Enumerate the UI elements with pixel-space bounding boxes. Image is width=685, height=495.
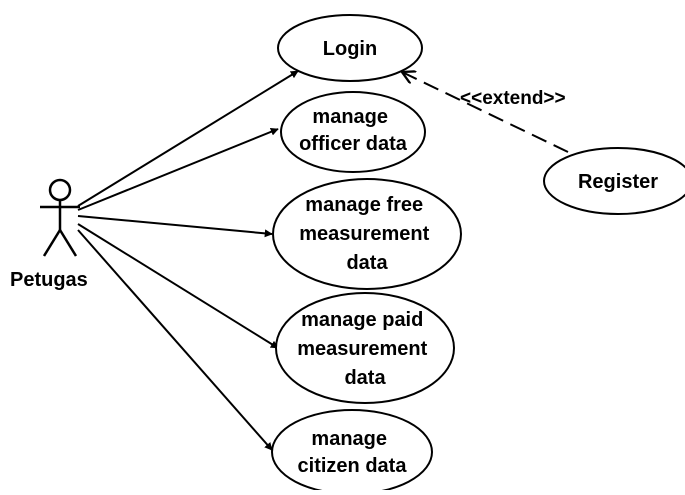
association-free-measurement [77, 215, 273, 238]
extend-line [402, 72, 569, 153]
association-officer-data [77, 127, 279, 211]
usecase-manage-officer-data: manage officer data [280, 91, 426, 173]
usecase-register-label: Register [578, 171, 658, 193]
usecase-manage-citizen-data-label: manage citizen data [298, 428, 408, 477]
usecase-manage-officer-data-label: manage officer data [299, 106, 408, 155]
extend-label: <<extend>> [460, 88, 566, 109]
association-login [77, 70, 299, 207]
usecase-login: Login [277, 14, 423, 82]
associations [77, 70, 299, 451]
usecase-register: Register [543, 147, 685, 215]
usecase-manage-free-measurement-data: manage free measurement data [272, 178, 462, 290]
extend-relationship: <<extend>> [402, 72, 569, 153]
usecase-login-label: Login [323, 38, 377, 60]
stick-figure-icon [40, 178, 80, 257]
association-citizen-data [77, 229, 273, 451]
association-paid-measurement [77, 223, 279, 349]
usecase-manage-citizen-data: manage citizen data [271, 409, 433, 495]
actor: Petugas [10, 178, 88, 291]
usecase-manage-free-measurement-data-label: manage free measurement data [299, 194, 435, 274]
actor-name: Petugas [10, 269, 88, 291]
usecase-manage-paid-measurement-data: manage paid measurement data [275, 292, 455, 404]
usecase-manage-paid-measurement-data-label: manage paid measurement data [297, 309, 433, 389]
